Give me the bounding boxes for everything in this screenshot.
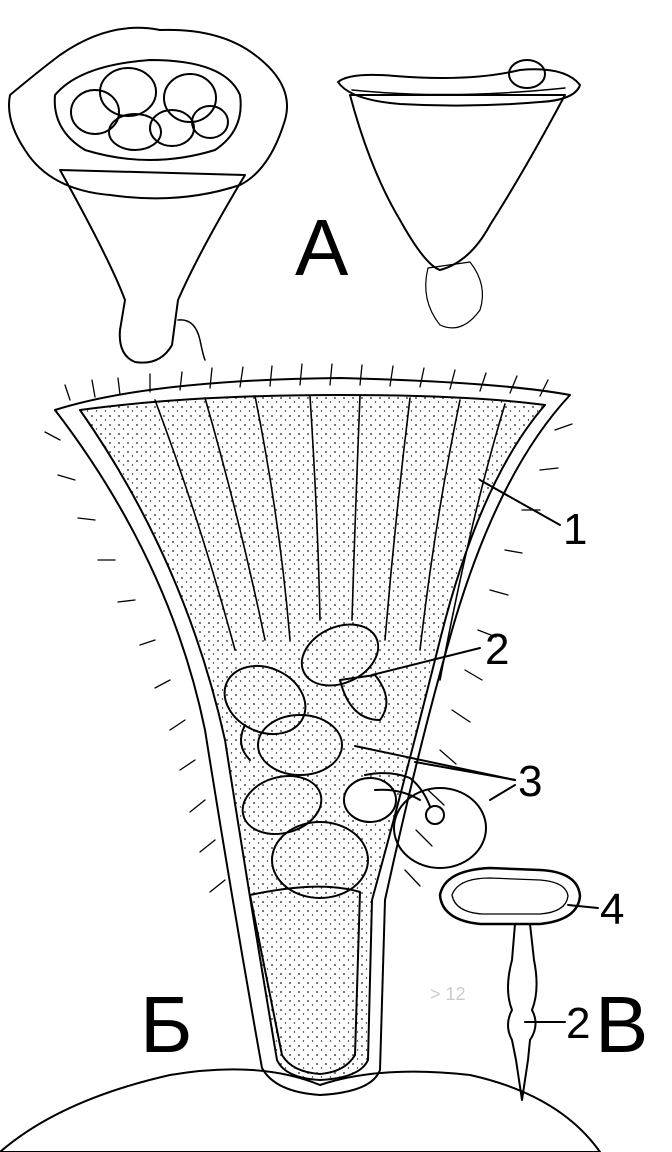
callout-2-small: 2 xyxy=(566,999,591,1048)
callout-3: 3 xyxy=(518,757,543,806)
panel-label-v: В xyxy=(595,980,649,1069)
panel-a-open-cup xyxy=(8,26,288,364)
callout-1: 1 xyxy=(563,505,588,554)
leader-1 xyxy=(479,479,561,526)
funicles xyxy=(240,674,445,825)
rim-hairs xyxy=(44,363,573,893)
peridioles-cluster xyxy=(70,67,229,151)
leader-2 xyxy=(371,647,481,676)
callout-4: 4 xyxy=(600,885,625,934)
peridioles-section xyxy=(223,623,487,899)
panel-label-a: А xyxy=(295,203,349,292)
leader-3b xyxy=(414,761,516,781)
callout-2: 2 xyxy=(485,625,510,674)
leader-4 xyxy=(567,904,599,909)
panel-a-closed-cup xyxy=(337,59,581,329)
panel-label-b: Б xyxy=(140,980,193,1069)
leader-lines xyxy=(354,479,599,1023)
leader-3c xyxy=(489,784,516,801)
funicle-ridges xyxy=(154,395,506,681)
scribble-note: > 12 xyxy=(430,984,466,1004)
panel-b-section xyxy=(0,363,601,1152)
panel-v-peridiole xyxy=(438,866,582,1101)
